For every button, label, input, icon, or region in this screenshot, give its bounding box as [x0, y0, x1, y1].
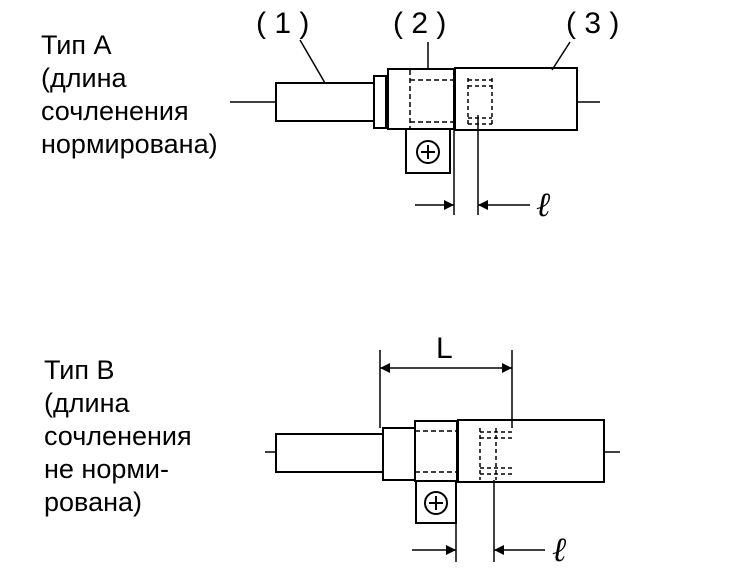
type-a-pipe-1 — [275, 82, 377, 122]
type-b-L-label: L — [436, 332, 453, 365]
type-b-thread — [479, 428, 512, 480]
type-a-line-2: (длина — [41, 63, 127, 93]
type-a-dim-label: ℓ — [536, 185, 550, 225]
type-b-line-2: (длина — [44, 388, 130, 418]
callout-3: ( 3 ) — [566, 7, 619, 40]
callout-2: ( 2 ) — [393, 7, 446, 40]
type-a-nut-hidden — [409, 70, 454, 128]
callout-1-leader — [299, 39, 326, 84]
type-a-pipe-3 — [454, 67, 578, 131]
type-b-pipe-1 — [275, 433, 387, 473]
type-b-dim-label: ℓ — [552, 530, 566, 570]
type-a-title: Тип A — [41, 30, 112, 60]
type-a-line-3: сочленения — [41, 96, 189, 126]
type-b-line-3: сочленения — [44, 421, 192, 451]
type-b-line-5: рована) — [44, 487, 143, 517]
type-a-caption: Тип A (длина сочленения нормирована) — [41, 29, 218, 161]
type-b-pipe-3 — [457, 419, 605, 483]
callout-1: ( 1 ) — [256, 7, 309, 40]
type-b-caption: Тип В (длина сочленения не норми- рована… — [44, 354, 192, 519]
type-b-drawing — [265, 350, 620, 562]
type-b-line-4: не норми- — [44, 454, 170, 484]
type-a-thread — [467, 78, 493, 126]
type-a-nut — [387, 68, 455, 130]
type-a-collar — [373, 75, 387, 129]
callout-3-leader — [551, 41, 571, 71]
type-b-title: Тип В — [44, 355, 115, 385]
type-a-line-4: нормирована) — [41, 129, 218, 159]
type-a-drawing — [230, 39, 600, 215]
